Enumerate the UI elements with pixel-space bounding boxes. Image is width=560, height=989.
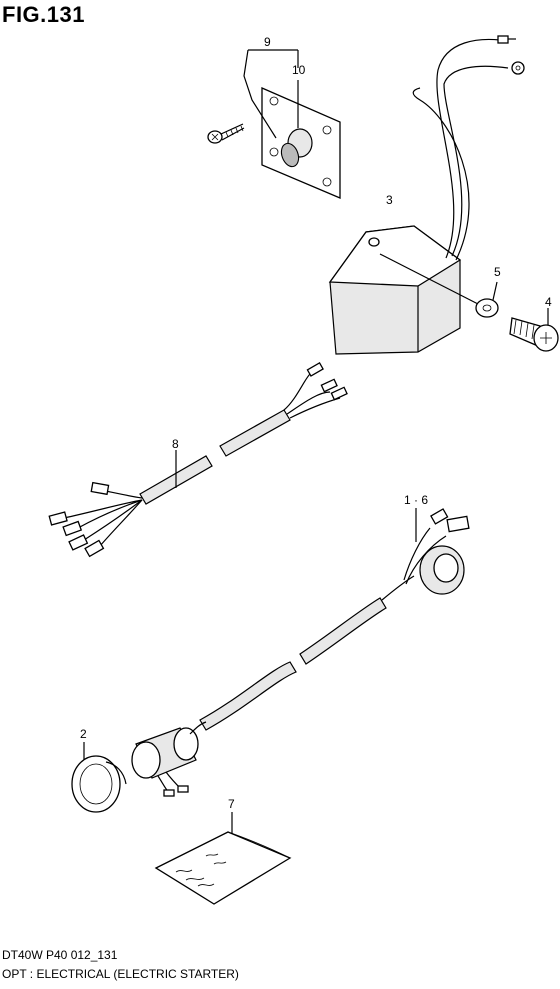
wire-harness [48, 362, 348, 558]
control-module [328, 35, 525, 355]
model-code: DT40W P40 012_131 [2, 948, 118, 962]
key-switch-cap [71, 755, 121, 813]
figure-title: FIG.131 [2, 2, 85, 27]
washer [475, 281, 499, 318]
callout-7: 7 [228, 797, 235, 811]
callout-1-6: 1 · 6 [404, 493, 428, 507]
plate-screw [207, 123, 245, 144]
callout-8: 8 [172, 437, 179, 451]
switch-plate-assembly [207, 49, 341, 199]
toggle-lever [280, 142, 300, 168]
callout-10: 10 [292, 63, 306, 77]
callout-5: 5 [494, 265, 501, 279]
parts-bag [154, 812, 292, 905]
bolt [509, 308, 559, 352]
callout-3: 3 [386, 193, 393, 207]
callout-9: 9 [264, 35, 271, 49]
callout-2: 2 [80, 727, 87, 741]
key-switch [71, 721, 207, 813]
callout-4: 4 [545, 295, 552, 309]
main-harness [199, 508, 470, 731]
figure-description: OPT : ELECTRICAL (ELECTRIC STARTER) [2, 967, 239, 981]
